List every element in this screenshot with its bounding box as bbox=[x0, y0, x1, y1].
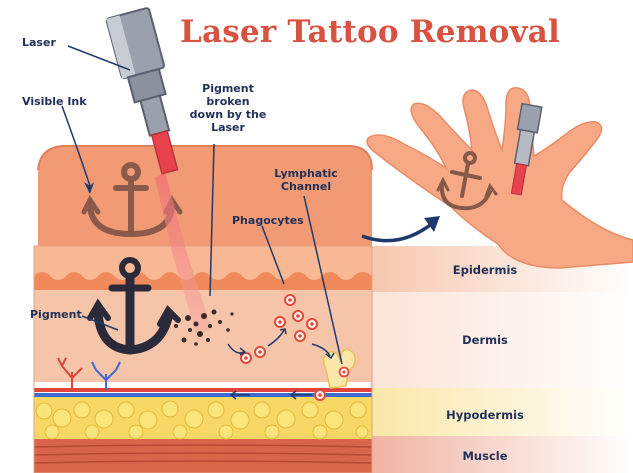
layer-bands bbox=[370, 246, 633, 473]
label-line: Channel bbox=[266, 180, 346, 193]
layer-epidermis: Epidermis bbox=[405, 263, 565, 277]
label-line: Laser bbox=[188, 121, 268, 134]
label-pigment: Pigment bbox=[30, 308, 82, 321]
layer-muscle: Muscle bbox=[405, 449, 565, 463]
layer-dermis: Dermis bbox=[405, 333, 565, 347]
label-phagocytes: Phagocytes bbox=[232, 214, 304, 227]
label-line: down by the bbox=[188, 108, 268, 121]
layer-hypodermis: Hypodermis bbox=[405, 408, 565, 422]
label-laser: Laser bbox=[22, 36, 56, 49]
label-line: Lymphatic bbox=[266, 167, 346, 180]
label-lymphatic-channel: Lymphatic Channel bbox=[266, 167, 346, 193]
label-line: Pigment bbox=[188, 82, 268, 95]
label-line: broken bbox=[188, 95, 268, 108]
label-visible-ink: Visible Ink bbox=[22, 95, 87, 108]
transition-arrow-icon bbox=[362, 222, 434, 241]
label-pigment-broken: Pigment broken down by the Laser bbox=[188, 82, 268, 134]
hand-icon bbox=[367, 88, 633, 268]
page-title: Laser Tattoo Removal bbox=[180, 14, 560, 50]
